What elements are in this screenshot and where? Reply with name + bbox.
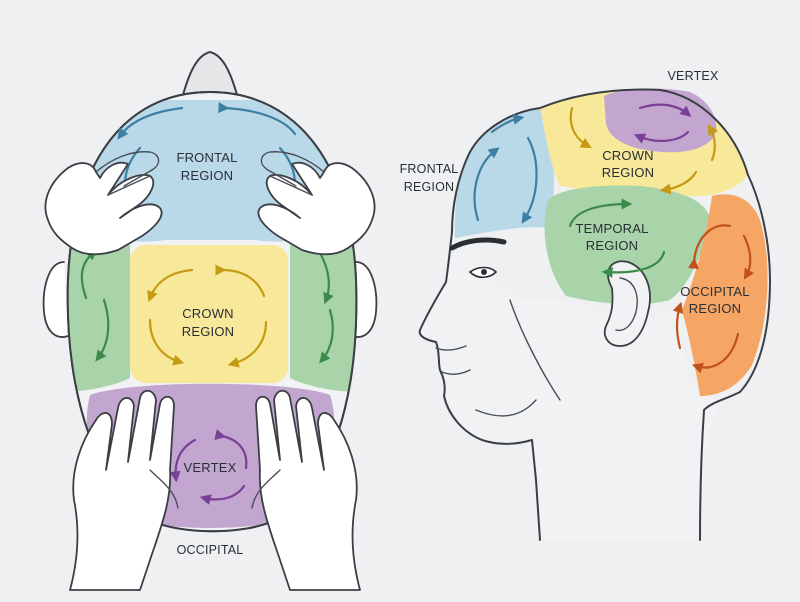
side-occipital-arrow: [687, 224, 732, 270]
side-frontal-label-line2: REGION: [404, 180, 455, 194]
lower-right-hand: [251, 389, 361, 591]
side-temporal-region: [544, 185, 710, 305]
side-view-eyebrow: [449, 237, 507, 251]
side-frontal-region: [454, 108, 554, 238]
side-vertex-arrow: [633, 130, 690, 144]
top-view-labels: FRONTAL REGION CROWN REGION VERTEX OCCIP…: [176, 150, 243, 557]
side-occipital-arrow: [691, 332, 740, 374]
side-occipital-arrow: [742, 234, 755, 280]
top-crown-arrow: [227, 320, 268, 368]
side-temporal-label-line1: TEMPORAL: [575, 221, 648, 236]
side-frontal-label-line1: FRONTAL: [400, 162, 459, 176]
side-crown-label-line1: CROWN: [602, 148, 654, 163]
side-vertex-arrow: [638, 103, 692, 117]
side-temporal-arrow: [568, 198, 633, 228]
side-temporal-arrow: [601, 250, 666, 278]
top-frontal-label-line1: FRONTAL: [176, 150, 237, 165]
side-vertex-label: VERTEX: [668, 69, 719, 83]
top-crown-arrow: [147, 268, 194, 303]
top-vertex-arrows: [169, 429, 248, 505]
side-occipital-label-line2: REGION: [689, 301, 741, 316]
side-frontal-arrow: [490, 113, 525, 134]
upper-right-hand: [257, 151, 376, 256]
side-view-face: [419, 238, 720, 540]
top-vertex-arrow: [169, 438, 197, 483]
lower-left-hand: [69, 389, 179, 591]
side-temporal-arrows: [568, 198, 666, 278]
side-occipital-region: [682, 194, 768, 396]
side-vertex-region: [604, 88, 717, 153]
side-vertex-arrows: [633, 103, 692, 144]
side-crown-arrow: [659, 170, 698, 195]
top-view-nose: [181, 50, 239, 96]
side-frontal-arrows: [473, 113, 538, 224]
side-crown-arrow: [569, 106, 592, 149]
right-ear: [351, 261, 378, 338]
top-crown-arrows: [147, 264, 268, 368]
top-crown-arrow: [148, 318, 185, 366]
top-vertex-label: VERTEX: [184, 460, 237, 475]
top-crown-label-line1: CROWN: [182, 306, 234, 321]
top-crown-arrow: [215, 264, 266, 298]
top-vertex-arrow: [199, 484, 246, 505]
side-occipital-arrows: [672, 224, 755, 374]
side-crown-arrows: [569, 106, 719, 195]
top-frontal-arrow: [117, 106, 184, 140]
top-crown-region: [130, 245, 288, 383]
top-vertex-arrow: [214, 429, 248, 470]
top-left-side-arrow: [95, 298, 110, 362]
side-view-ear: [603, 260, 651, 347]
side-frontal-arrow: [473, 147, 500, 222]
top-occipital-label: OCCIPITAL: [177, 543, 244, 557]
left-ear: [42, 261, 69, 338]
side-temporal-label-line2: REGION: [586, 238, 638, 253]
side-crown-arrow: [707, 124, 719, 162]
side-frontal-arrow: [521, 136, 538, 224]
side-occipital-label-line1: OCCIPITAL: [680, 284, 749, 299]
top-frontal-label-line2: REGION: [181, 168, 233, 183]
top-right-side-arrow: [319, 308, 334, 364]
top-frontal-arrow: [218, 102, 297, 136]
upper-left-hand: [44, 151, 163, 256]
side-view-labels: VERTEX FRONTAL REGION CROWN REGION TEMPO…: [400, 69, 750, 316]
side-crown-label-line2: REGION: [602, 165, 654, 180]
top-crown-label-line2: REGION: [182, 324, 234, 339]
top-left-side-region: [67, 215, 130, 392]
side-occipital-arrow: [672, 301, 684, 350]
